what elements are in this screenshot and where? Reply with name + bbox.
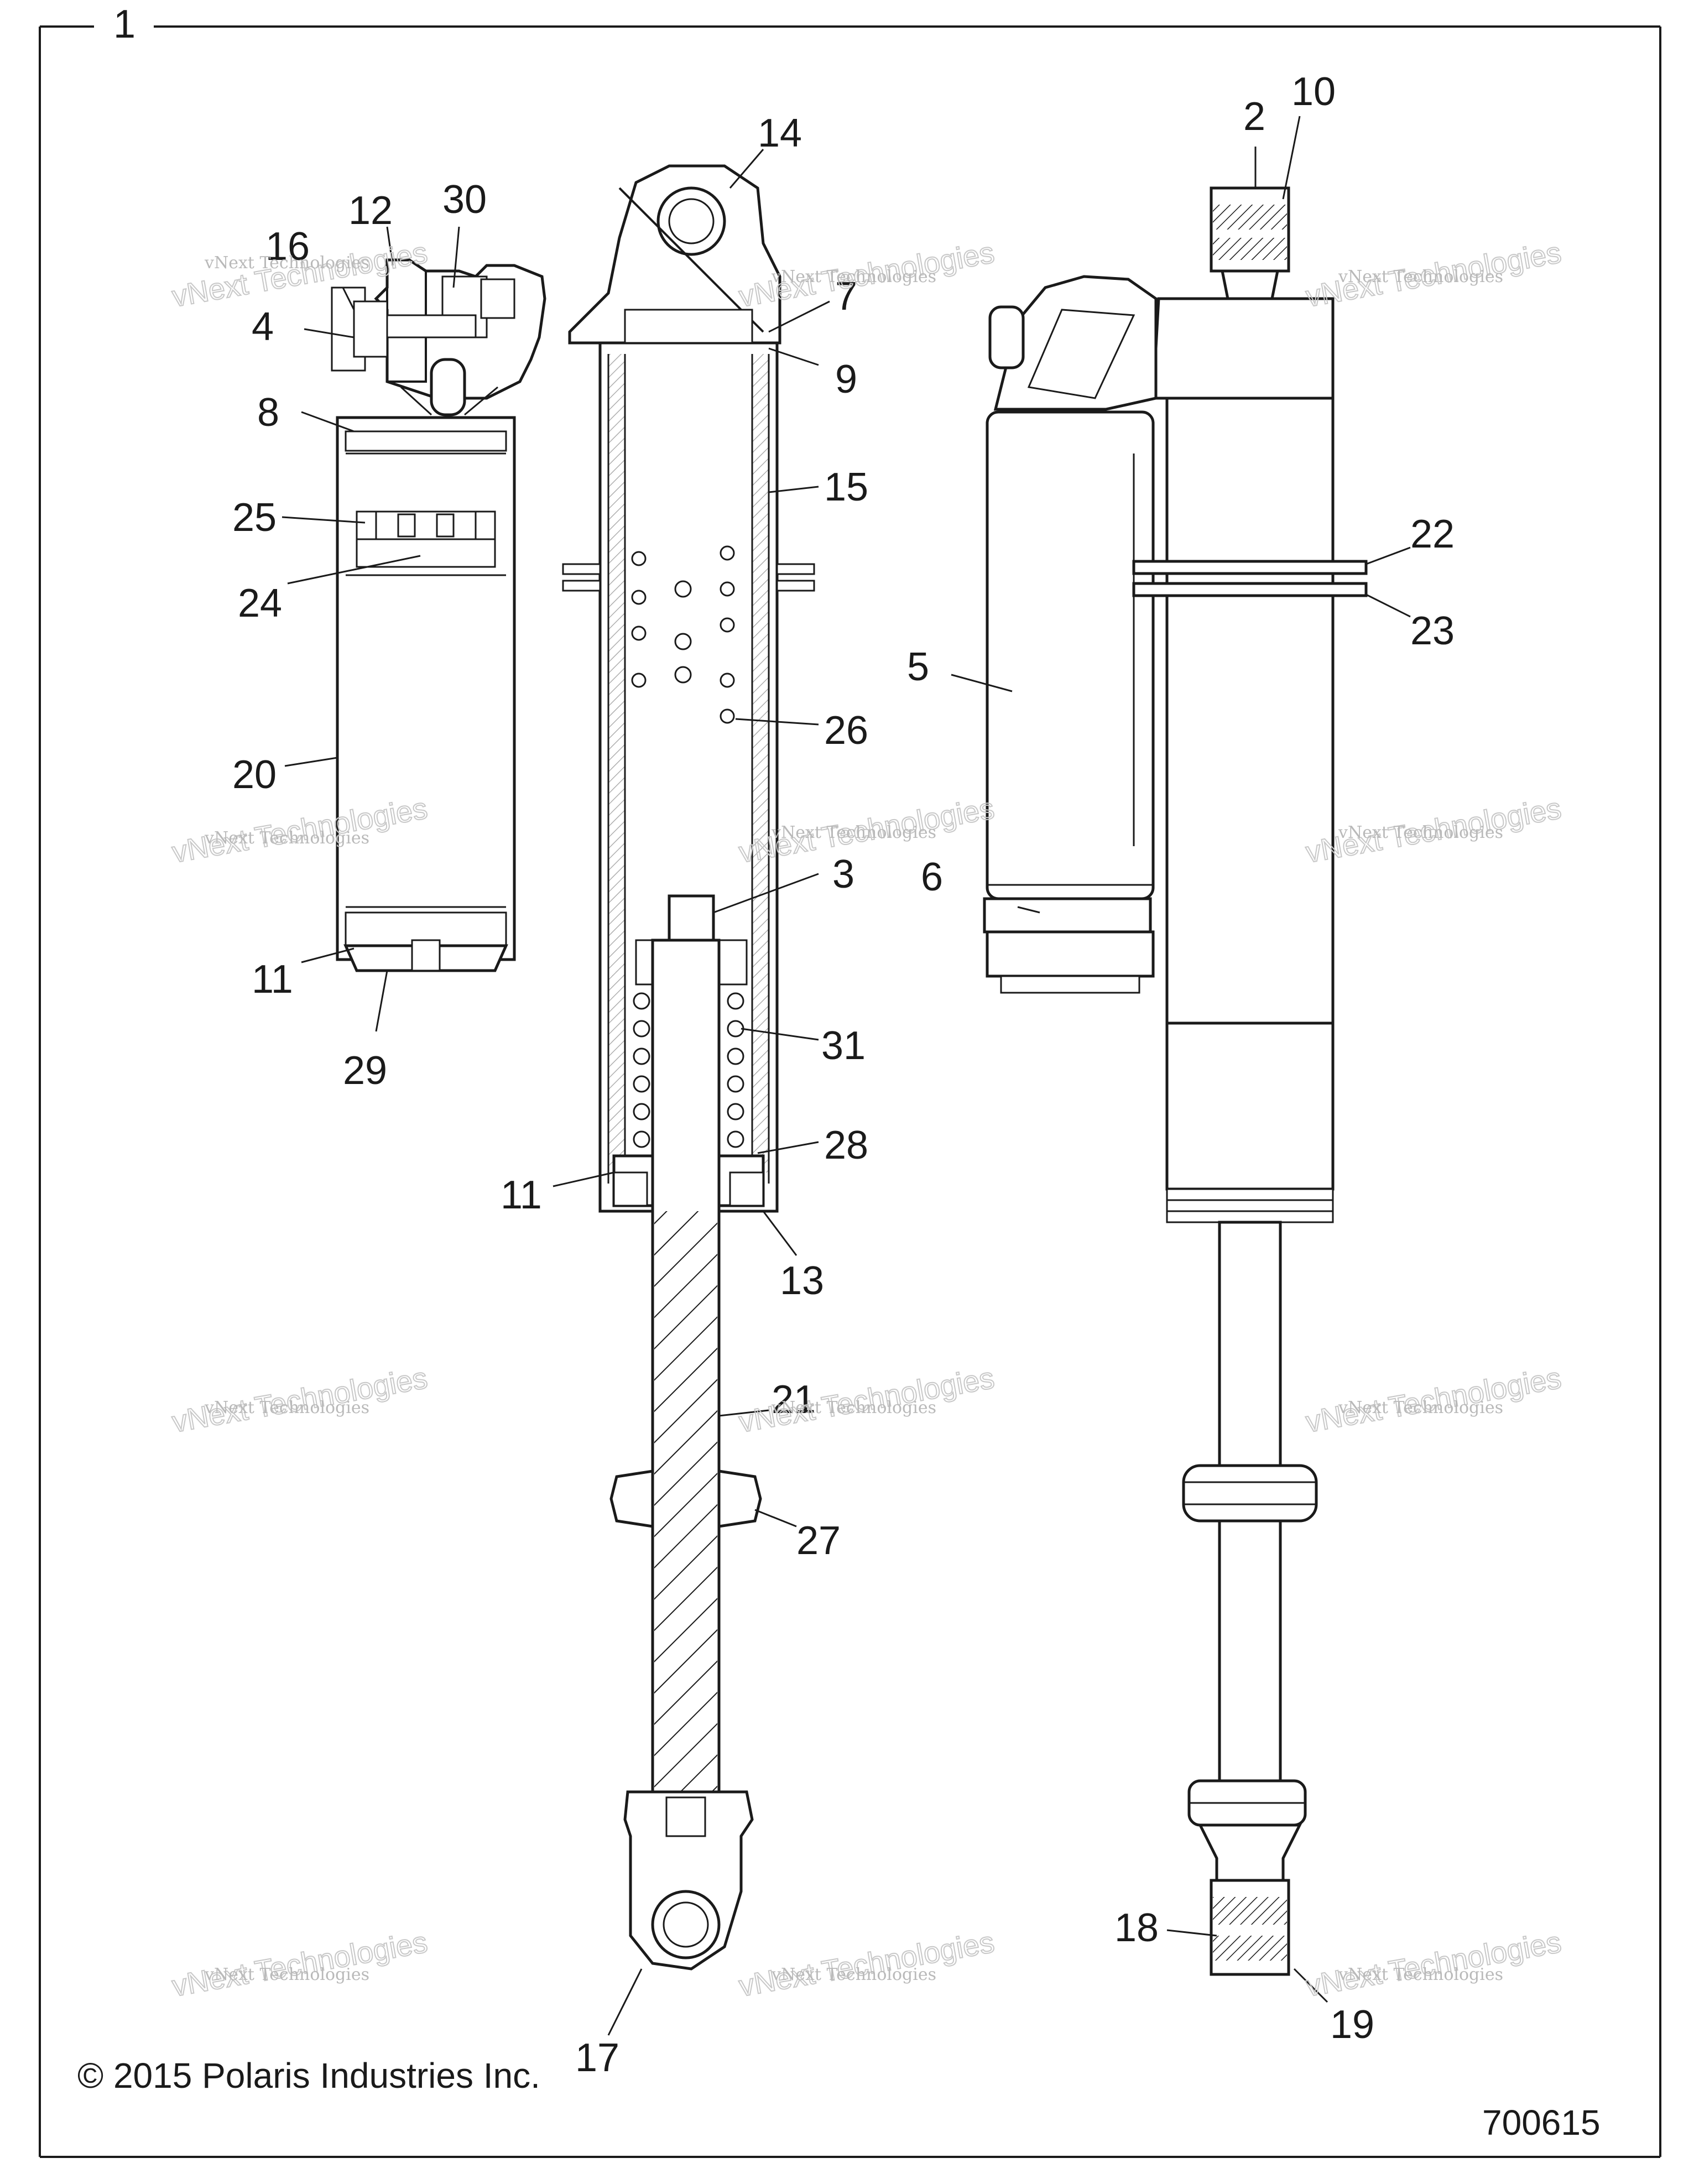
- watermark-logo-12: vNext Technologies: [1304, 1926, 1564, 2003]
- callout-22: 22: [1410, 512, 1455, 556]
- callout-19: 19: [1330, 2003, 1374, 2047]
- callout-31: 31: [821, 1024, 866, 1068]
- callout-10: 10: [1291, 70, 1336, 114]
- callout-16: 16: [265, 225, 310, 269]
- callout-29: 29: [343, 1049, 387, 1093]
- watermark-10: vNext Technologies: [204, 1965, 369, 1984]
- callout-14: 14: [758, 111, 802, 155]
- frame-number-label: 1: [113, 2, 135, 46]
- watermark-11: vNext Technologies: [771, 1965, 936, 1984]
- reservoir-cross-section: [331, 258, 546, 972]
- callout-11-middle: 11: [501, 1173, 542, 1217]
- callout-leader-lines: [282, 116, 1411, 2036]
- watermark-4: vNext Technologies: [204, 828, 369, 848]
- callout-17: 17: [575, 2036, 619, 2080]
- watermark-9: vNext Technologies: [1338, 1398, 1503, 1417]
- callout-25: 25: [232, 496, 277, 540]
- callout-8: 8: [257, 390, 279, 435]
- callout-21: 21: [772, 1378, 816, 1422]
- shock-body-cross-section: [562, 164, 815, 1971]
- callout-30: 30: [442, 178, 487, 222]
- callout-7: 7: [835, 274, 857, 319]
- watermark-1: vNext Technologies: [204, 253, 369, 273]
- callout-26: 26: [824, 708, 868, 753]
- callout-27: 27: [796, 1519, 841, 1563]
- assembled-shock-view: [983, 186, 1368, 1976]
- callout-9: 9: [835, 357, 857, 402]
- watermark-7: vNext Technologies: [204, 1398, 369, 1417]
- callout-20: 20: [232, 753, 277, 797]
- callout-11-left: 11: [252, 957, 293, 1002]
- callout-18: 18: [1114, 1906, 1159, 1950]
- watermark-logo-11: vNext Technologies: [737, 1926, 997, 2003]
- diagram-frame: 1: [39, 2, 1661, 2158]
- copyright-notice: © 2015 Polaris Industries Inc.: [77, 2056, 540, 2096]
- watermark-6: vNext Technologies: [1338, 823, 1503, 842]
- callout-23: 23: [1410, 609, 1455, 653]
- callout-2: 2: [1243, 95, 1265, 139]
- bumper-spring: [633, 992, 744, 1148]
- callout-4: 4: [252, 305, 274, 349]
- callout-28: 28: [824, 1123, 868, 1167]
- callout-15: 15: [824, 465, 868, 509]
- callout-12: 12: [348, 189, 393, 233]
- watermark-3: vNext Technologies: [1338, 267, 1503, 286]
- watermark-5: vNext Technologies: [771, 823, 936, 842]
- watermark-8: vNext Technologies: [771, 1398, 936, 1417]
- watermark-2: vNext Technologies: [771, 267, 936, 286]
- callout-5: 5: [907, 645, 929, 689]
- callout-13: 13: [780, 1259, 824, 1303]
- part-number: 700615: [1482, 2103, 1601, 2143]
- callout-3: 3: [832, 852, 854, 896]
- watermark-logo-10: vNext Technologies: [170, 1926, 430, 2003]
- callout-numbers: 2 3 4 5 6 7 8 9 10 11 11 12 13 14 15 16 …: [232, 70, 1455, 2080]
- callout-24: 24: [238, 581, 282, 626]
- watermark-12: vNext Technologies: [1338, 1965, 1503, 1984]
- callout-6: 6: [921, 855, 943, 899]
